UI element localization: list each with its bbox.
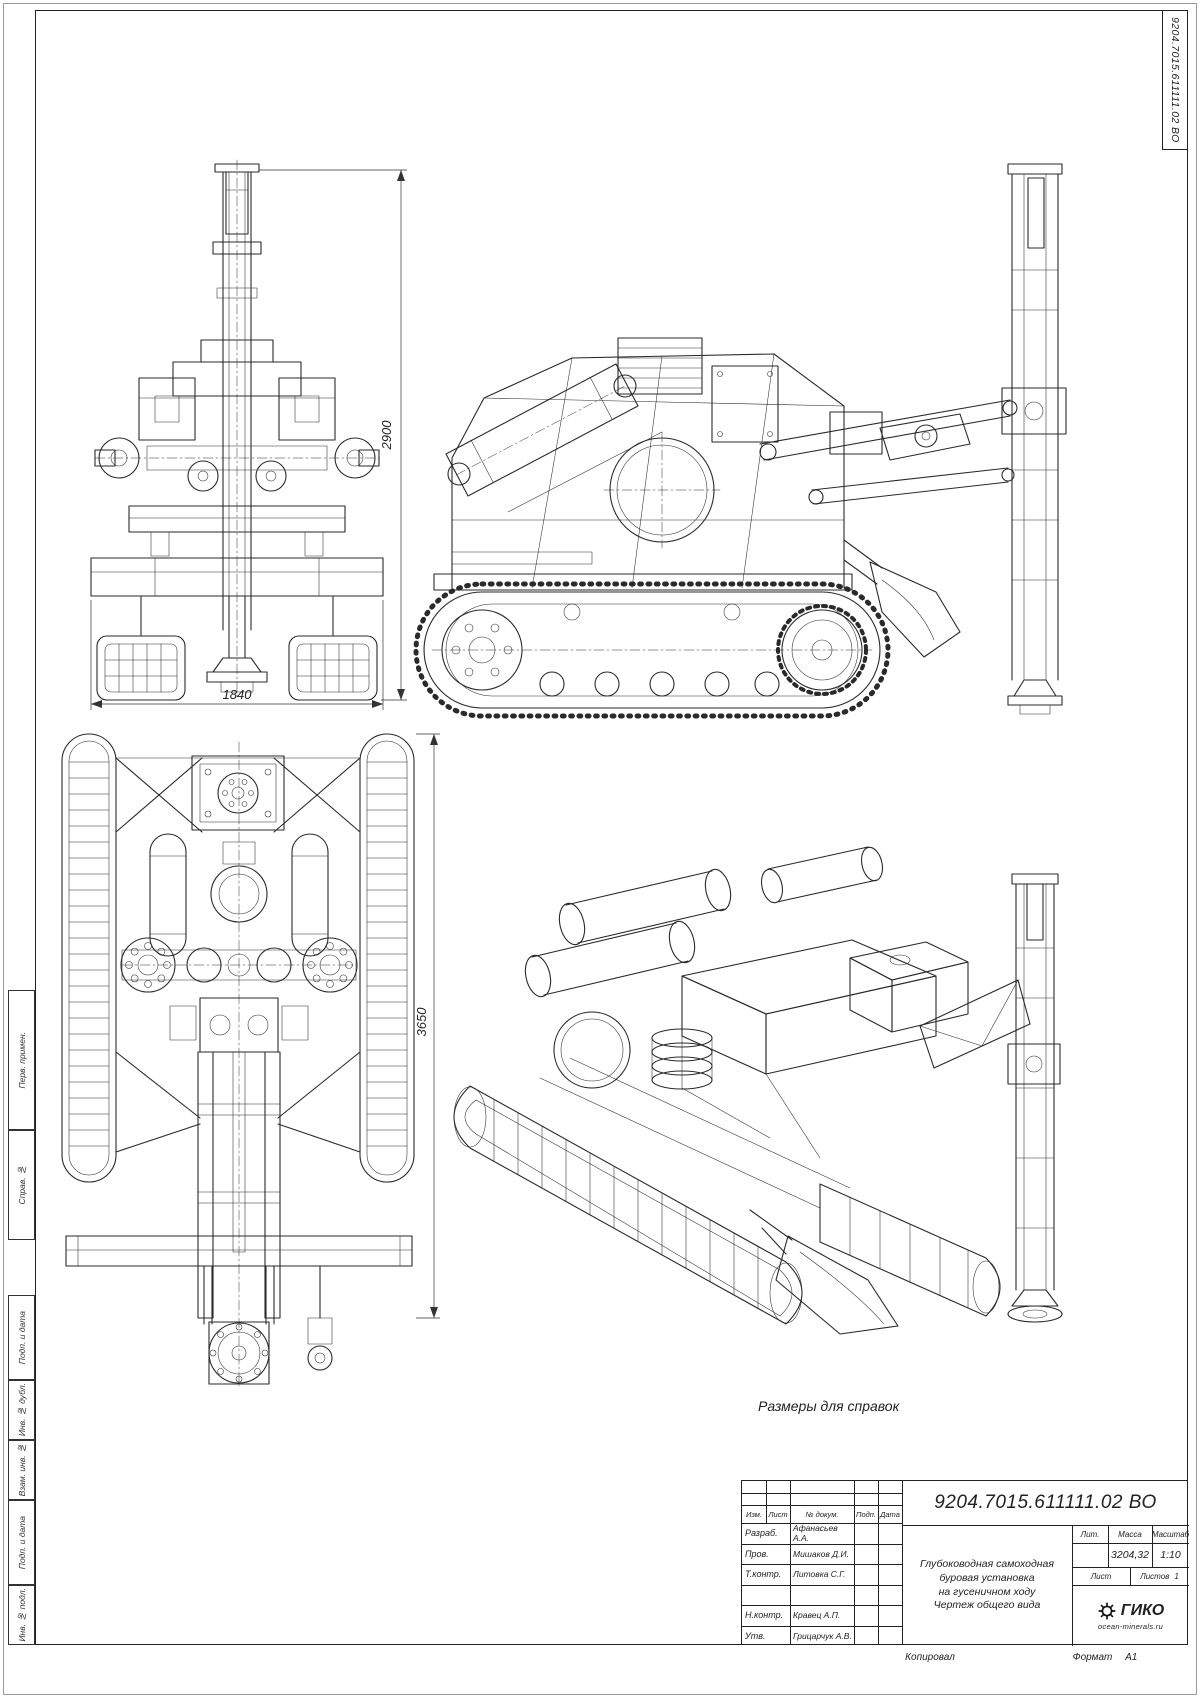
title-block-line xyxy=(1152,1525,1153,1567)
row-role xyxy=(742,1585,790,1606)
margin-field-inv-dubl: Инв. № дубл. xyxy=(8,1380,35,1440)
header-list: Лист xyxy=(768,1509,788,1519)
front-view-dimensions: 2900 1840 xyxy=(90,169,407,710)
scale-label: Масштаб xyxy=(1152,1529,1189,1539)
margin-field-label: Справ. № xyxy=(16,1165,27,1205)
row-role: Т.контр. xyxy=(745,1569,782,1580)
title-block-line xyxy=(878,1481,879,1644)
sheet-outer-border xyxy=(3,3,1197,1695)
header-izm: Изм. xyxy=(746,1509,762,1519)
corner-doc-code-text: 9204.7015.611111.02 ВО xyxy=(1169,17,1181,143)
row-role: Разраб. xyxy=(745,1528,778,1539)
title-block-line xyxy=(1130,1567,1131,1585)
row-role: Н.контр. xyxy=(745,1610,784,1621)
logo-text: ГИКО xyxy=(1120,1601,1165,1619)
lit-label: Лит. xyxy=(1080,1529,1100,1539)
reference-note: Размеры для справок xyxy=(758,1398,900,1414)
title-block-line xyxy=(742,1625,902,1627)
margin-field-podp-data-2: Подп. и дата xyxy=(8,1500,35,1585)
title-block-line xyxy=(1072,1543,1189,1544)
format-word: Формат xyxy=(1072,1652,1113,1663)
mass-label: Масса xyxy=(1118,1529,1142,1539)
row-name xyxy=(790,1585,854,1606)
title-block-line xyxy=(1072,1585,1189,1586)
corner-doc-code: 9204.7015.611111.02 ВО xyxy=(1162,10,1188,150)
row-name: Афанасьев А.А. xyxy=(793,1523,838,1544)
front-view-drawing: 2900 1840 xyxy=(90,159,407,710)
row-name: Литовка С.Г. xyxy=(793,1569,846,1580)
title-block: 9204.7015.611111.02 ВО Изм. Лист № докум… xyxy=(741,1480,1189,1646)
margin-field-perv-primen: Перв. примен. xyxy=(8,990,35,1130)
description-line: Чертеж общего вида xyxy=(933,1599,1041,1612)
sheets-label: Листов xyxy=(1140,1571,1170,1581)
margin-field-podp-data-1: Подп. и дата xyxy=(8,1295,35,1380)
plan-view-drawing: 3650 xyxy=(61,733,440,1387)
isometric-view-drawing xyxy=(453,846,1063,1335)
title-block-line xyxy=(790,1481,791,1644)
sheets-value: 1 xyxy=(1174,1571,1179,1581)
plan-view-linework xyxy=(61,733,415,1387)
margin-field-sprav: Справ. № xyxy=(8,1130,35,1240)
title-block-line xyxy=(742,1605,902,1606)
row-name: Кравец А.П. xyxy=(793,1610,841,1621)
mass-value: 3204,32 xyxy=(1111,1549,1149,1561)
format-label: Формат А1 xyxy=(1030,1652,1180,1663)
margin-field-label: Подп. и дата xyxy=(16,1515,27,1570)
title-block-line xyxy=(902,1481,903,1644)
gear-logo-icon xyxy=(1098,1602,1116,1619)
header-podp: Подп. xyxy=(856,1509,876,1519)
format-value: А1 xyxy=(1125,1652,1138,1663)
dimension-front-width: 1840 xyxy=(223,687,253,702)
company-logo: ГИКО ocean-minerals.ru xyxy=(1072,1585,1189,1646)
side-view-linework xyxy=(413,163,1067,719)
side-view-drawing xyxy=(413,163,1067,719)
copied-label: Копировал xyxy=(905,1652,955,1663)
margin-field-vzam-inv: Взам. инв. № xyxy=(8,1440,35,1500)
drawing-description: Глубоководная самоходная буровая установ… xyxy=(902,1525,1072,1646)
title-block-line xyxy=(742,1564,902,1565)
margin-field-label: Перв. примен. xyxy=(16,1031,27,1089)
title-block-line xyxy=(902,1525,1189,1526)
margin-field-inv-podl: Инв. № подл. xyxy=(8,1585,35,1645)
title-block-line xyxy=(742,1584,902,1586)
title-block-line xyxy=(766,1481,767,1523)
logo-site: ocean-minerals.ru xyxy=(1097,1621,1164,1631)
description-line: Глубоководная самоходная xyxy=(919,1558,1054,1571)
drawing-frame xyxy=(35,10,1188,1645)
margin-field-label: Подп. и дата xyxy=(16,1310,27,1365)
front-view-linework xyxy=(90,159,384,701)
margin-field-label: Инв. № дубл. xyxy=(16,1383,27,1437)
scale-value: 1:10 xyxy=(1160,1549,1181,1561)
row-role: Пров. xyxy=(745,1548,769,1559)
dimension-plan-length: 3650 xyxy=(414,1007,429,1037)
row-name: Грицарчук А.В. xyxy=(793,1630,852,1641)
plan-view-dimensions: 3650 xyxy=(414,733,440,1319)
title-block-line xyxy=(1108,1525,1109,1567)
dimension-front-height: 2900 xyxy=(379,420,394,451)
description-line: буровая установка xyxy=(939,1571,1035,1584)
row-role: Утв. xyxy=(745,1630,766,1641)
sheets-cell: Листов 1 xyxy=(1130,1567,1189,1585)
header-doc: № докум. xyxy=(805,1509,839,1519)
margin-field-label: Взам. инв. № xyxy=(16,1443,27,1497)
isometric-view-linework xyxy=(453,846,1063,1335)
description-line: на гусеничном ходу xyxy=(938,1585,1036,1598)
title-block-line xyxy=(854,1481,855,1644)
margin-field-label: Инв. № подл. xyxy=(16,1588,27,1642)
sheet-label: Лист xyxy=(1090,1571,1112,1581)
header-data: Дата xyxy=(880,1509,900,1519)
title-block-line xyxy=(742,1543,902,1545)
title-block-line xyxy=(742,1523,902,1524)
row-name: Мишаков Д.И. xyxy=(793,1548,849,1559)
title-block-line xyxy=(742,1505,902,1506)
doc-number: 9204.7015.611111.02 ВО xyxy=(934,1492,1157,1513)
title-block-line xyxy=(742,1493,902,1494)
